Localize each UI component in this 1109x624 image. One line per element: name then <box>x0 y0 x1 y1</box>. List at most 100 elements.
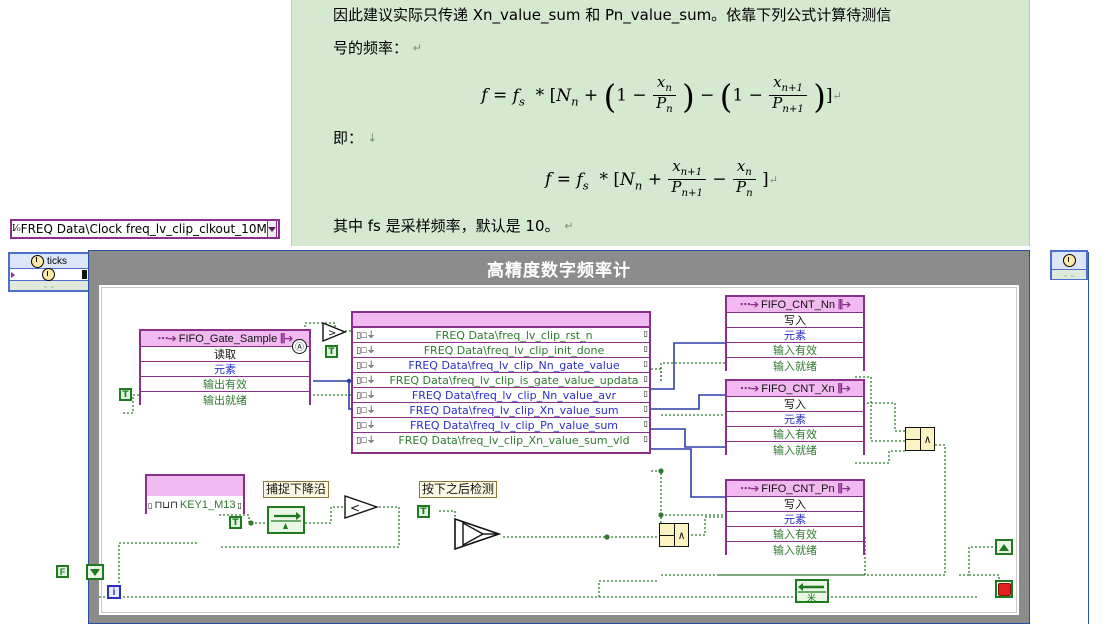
true-constant-label-4: T <box>420 506 427 517</box>
digital-waveform-icon: ⊓⊔⊓ <box>154 499 178 511</box>
fpga-io-icon: ▯□⏚ <box>356 389 376 400</box>
fpga-io-row-1[interactable]: ▯□⏚ FREQ Data\freq_lv_clip_init_done ▯ <box>353 343 649 358</box>
fifo-gate-sample-row-output-ready[interactable]: 输出就绪 <box>141 392 309 407</box>
fifo-cnt-nn-title: FIFO_CNT_Nn <box>760 298 835 311</box>
comment-falling-edge-text: 捕捉下降沿 <box>266 482 327 496</box>
document-pane: 因此建议实际只传递 Xn_value_sum 和 Pn_value_sum。依靠… <box>291 0 1030 246</box>
fifo-cnt-pn-row-input-ready[interactable]: 输入就绪 <box>727 542 863 557</box>
fpga-io-row-5-label: FREQ Data\freq_lv_clip_Xn_value_sum <box>409 403 619 417</box>
and-gate-2-symbol: ∧ <box>924 432 931 446</box>
fpga-io-row-7-label: FREQ Data\freq_lv_clip_Xn_value_sum_vld <box>398 434 630 447</box>
fifo-cnt-pn-method[interactable]: 写入 <box>727 497 863 512</box>
block-diagram-canvas[interactable]: ⋯➔ FIFO_Gate_Sample ⫼➔ 读取 元素 输出有效 输出就绪 T… <box>99 285 1019 615</box>
stop-button[interactable] <box>995 580 1013 598</box>
fifo-cnt-xn-method[interactable]: 写入 <box>727 397 863 412</box>
svg-text:<: < <box>350 501 360 515</box>
fpga-io-row-2-terminal: ▯ <box>643 359 648 368</box>
chevron-down-icon[interactable] <box>266 220 277 238</box>
boolean-crossing-node[interactable] <box>267 506 305 534</box>
window-right-band <box>1019 251 1029 623</box>
fpga-io-row-0-terminal: ▯ <box>643 329 648 338</box>
and-gate-1[interactable]: ∧ <box>659 523 689 547</box>
left-tunnel-node[interactable] <box>86 564 104 580</box>
fpga-io-icon: ▯□⏚ <box>356 344 376 355</box>
wait-ms-icon <box>42 268 55 281</box>
fifo-cnt-xn-node[interactable]: ⋯➔ FIFO_CNT_Xn ⫼➔ 写入 元素 输入有效 输入就绪 <box>725 379 865 457</box>
fpga-io-row-1-terminal: ▯ <box>643 344 648 353</box>
true-constant-select[interactable]: T <box>325 345 338 358</box>
fifo-cnt-nn-row-element[interactable]: 元素 <box>727 328 863 343</box>
top-right-clock-indicator[interactable]: ⌄⌄ <box>1050 250 1088 280</box>
less-than-comparison-node[interactable]: < <box>343 494 379 520</box>
fpga-io-row-3-label: FREQ Data\freq_lv_clip_is_gate_value_upd… <box>389 373 639 387</box>
fpga-io-row-0-label: FREQ Data\freq_lv_clip_rst_n <box>435 328 593 342</box>
true-constant-key[interactable]: T <box>229 516 242 529</box>
fpga-io-icon: ▯□⏚ <box>356 435 376 445</box>
input-terminal-icon <box>11 271 15 278</box>
value-block <box>82 270 87 279</box>
clock-icon <box>1062 254 1076 267</box>
top-right-clock-expander[interactable]: ⌄⌄ <box>1052 270 1086 279</box>
fifo-cnt-xn-row-input-ready[interactable]: 输入就绪 <box>727 442 863 457</box>
feedback-node[interactable]: 米 <box>795 579 829 603</box>
not-gate-triangle[interactable]: > <box>321 321 347 343</box>
key1-m13-header <box>147 476 243 496</box>
doc-paragraph-1-text: 因此建议实际只传递 Xn_value_sum 和 Pn_value_sum。依靠… <box>333 6 892 24</box>
key1-m13-terminal: ▯ <box>237 500 242 510</box>
fifo-gate-sample-method[interactable]: 读取 <box>141 347 309 362</box>
fifo-gate-sample-row-output-valid[interactable]: 输出有效 <box>141 377 309 392</box>
ticks-indicator[interactable]: ticks ⌄⌄ <box>8 252 90 292</box>
fpga-io-row-4[interactable]: ▯□⏚ FREQ Data\freq_lv_clip_Nn_value_avr … <box>353 388 649 403</box>
iteration-terminal[interactable]: i <box>107 585 121 599</box>
local-reference-icon[interactable]: Ⓐ <box>292 339 307 354</box>
fifo-cnt-nn-row-input-ready[interactable]: 输入就绪 <box>727 358 863 373</box>
doc-paragraph-2: 号的频率： ↵ <box>333 38 422 59</box>
key1-m13-node[interactable]: ▯ ⊓⊔⊓ KEY1_M13 ▯ <box>145 474 245 514</box>
fifo-input-icon: ⋯➔ <box>157 333 177 345</box>
ticks-indicator-body <box>10 268 88 281</box>
and-gate-2[interactable]: ∧ <box>905 427 935 451</box>
fifo-gate-sample-row-element[interactable]: 元素 <box>141 362 309 377</box>
fifo-cnt-pn-node[interactable]: ⋯➔ FIFO_CNT_Pn ⫼➔ 写入 元素 输入有效 输入就绪 <box>725 479 865 557</box>
fpga-io-row-0[interactable]: ▯□⏚ FREQ Data\freq_lv_clip_rst_n ▯ <box>353 328 649 343</box>
tunnel-arrow-node[interactable] <box>995 539 1013 555</box>
true-constant-gate-ready[interactable]: T <box>119 388 132 401</box>
chevron-down-icon: ⌄⌄ <box>1062 270 1076 279</box>
fifo-gate-sample-node[interactable]: ⋯➔ FIFO_Gate_Sample ⫼➔ 读取 元素 输出有效 输出就绪 <box>139 329 311 407</box>
fifo-cnt-nn-row-input-valid[interactable]: 输入有效 <box>727 343 863 358</box>
fifo-cnt-pn-row-input-valid[interactable]: 输入有效 <box>727 527 863 542</box>
fpga-io-row-5-terminal: ▯ <box>643 404 648 413</box>
fpga-io-row-5[interactable]: ▯□⏚ FREQ Data\freq_lv_clip_Xn_value_sum … <box>353 403 649 418</box>
fifo-cnt-xn-row-input-valid[interactable]: 输入有效 <box>727 427 863 442</box>
false-constant[interactable]: F <box>56 565 69 578</box>
key1-m13-label: KEY1_M13 <box>179 499 236 511</box>
fifo-cnt-nn-method[interactable]: 写入 <box>727 313 863 328</box>
stop-button-icon <box>997 582 1011 596</box>
block-diagram-window: 高精度数字频率计 <box>88 250 1030 624</box>
comment-falling-edge: 捕捉下降沿 <box>263 481 330 498</box>
fpga-io-row-3[interactable]: ▯□⏚ FREQ Data\freq_lv_clip_is_gate_value… <box>353 373 649 388</box>
false-constant-label: F <box>59 566 66 577</box>
right-edge-rail <box>1088 252 1089 624</box>
comment-detect-after-press: 按下之后检测 <box>419 481 498 498</box>
fpga-io-node[interactable]: ▯□⏚ FREQ Data\freq_lv_clip_rst_n ▯ ▯□⏚ F… <box>351 311 651 454</box>
fpga-io-row-7[interactable]: ▯□⏚ FREQ Data\freq_lv_clip_Xn_value_sum_… <box>353 433 649 448</box>
fifo-cnt-pn-header: ⋯➔ FIFO_CNT_Pn ⫼➔ <box>727 481 863 497</box>
io-item-icon: I⁄₀ <box>12 224 21 234</box>
ticks-label: ticks <box>47 255 67 267</box>
fifo-cnt-pn-title: FIFO_CNT_Pn <box>761 482 835 495</box>
fpga-io-row-2[interactable]: ▯□⏚ FREQ Data\freq_lv_clip_Nn_gate_value… <box>353 358 649 373</box>
fifo-cnt-pn-row-element[interactable]: 元素 <box>727 512 863 527</box>
select-node[interactable] <box>453 517 501 551</box>
fifo-cnt-nn-node[interactable]: ⋯➔ FIFO_CNT_Nn ⫼➔ 写入 元素 输入有效 输入就绪 <box>725 295 865 373</box>
ticks-indicator-expander[interactable]: ⌄⌄ <box>10 281 88 290</box>
true-constant-detect[interactable]: T <box>417 505 430 518</box>
block-diagram-title-bar: 高精度数字频率计 <box>89 251 1029 285</box>
clock-selector-combobox[interactable]: I⁄₀ FREQ Data\Clock freq_lv_clip_clkout_… <box>10 219 280 239</box>
fpga-io-row-6[interactable]: ▯□⏚ FREQ Data\freq_lv_clip_Pn_value_sum … <box>353 418 649 433</box>
fifo-cnt-xn-row-element[interactable]: 元素 <box>727 412 863 427</box>
key1-m13-body[interactable]: ▯ ⊓⊔⊓ KEY1_M13 ▯ <box>147 496 243 514</box>
svg-text:米: 米 <box>807 592 816 601</box>
